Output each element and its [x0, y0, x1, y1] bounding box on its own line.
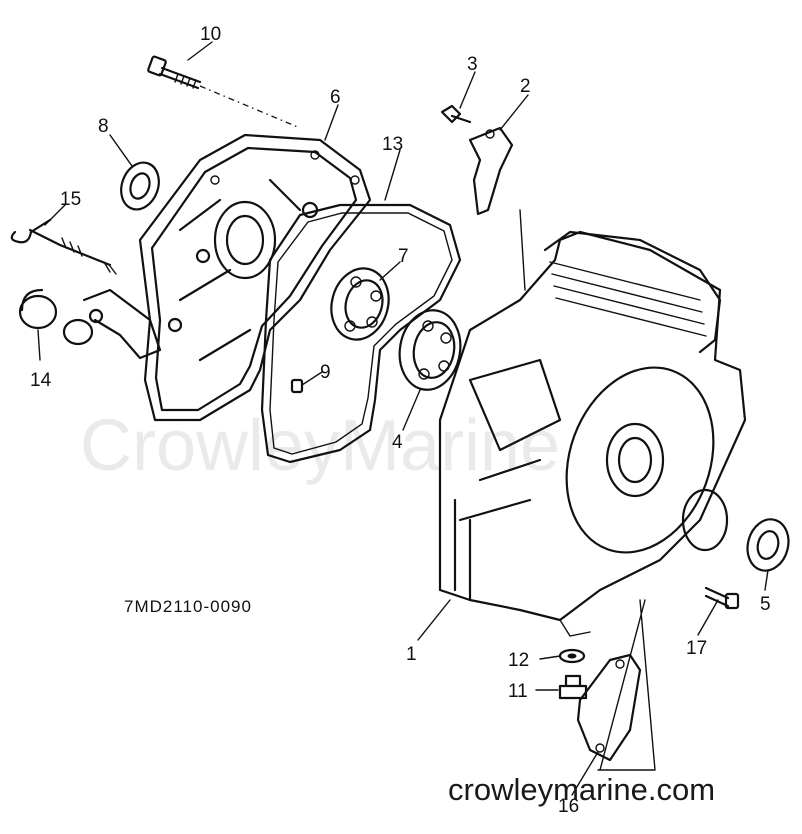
gasket-part-13 [260, 203, 462, 464]
dipstick-part-15 [10, 218, 117, 275]
drain-plug-part-11 [558, 674, 588, 700]
callout-labels: 10 6 8 13 3 2 7 15 14 9 4 5 17 1 12 11 1… [30, 24, 771, 817]
callout-10: 10 [200, 24, 221, 45]
callout-5: 5 [760, 594, 771, 615]
callout-3: 3 [467, 54, 478, 75]
seal-part-5 [746, 518, 790, 572]
callout-11: 11 [508, 681, 528, 702]
drawing-code: 7MD2110-0090 [124, 597, 252, 616]
callout-4: 4 [392, 432, 403, 453]
bolt-part-17 [704, 586, 740, 610]
breather-plate-part-2 [468, 126, 514, 216]
oil-cap-part-14 [18, 288, 58, 330]
crankcase-cover-part-6 [138, 133, 372, 422]
callout-15: 15 [60, 189, 81, 210]
bearing-part-4 [398, 309, 462, 391]
bolt-part-3 [440, 104, 472, 124]
callout-12: 12 [508, 650, 529, 671]
callout-2: 2 [520, 76, 531, 97]
callout-14: 14 [30, 370, 52, 391]
callout-1: 1 [406, 644, 417, 665]
callout-17: 17 [686, 638, 707, 659]
callout-8: 8 [98, 116, 109, 137]
washer-part-12 [558, 648, 586, 664]
leader-lines [37, 41, 769, 796]
crankcase-part-1 [438, 230, 747, 637]
callout-6: 6 [330, 87, 341, 108]
website-text: crowleymarine.com [448, 772, 715, 807]
bolt-part-10 [147, 55, 301, 129]
callout-7: 7 [398, 246, 409, 267]
seal-part-8 [120, 161, 160, 211]
oil-filler-elbow [62, 288, 162, 360]
callout-13: 13 [382, 134, 403, 155]
callout-16: 16 [558, 796, 579, 817]
callout-9: 9 [320, 362, 331, 383]
cover-plate-part-16 [576, 653, 642, 762]
bearing-part-7 [330, 267, 390, 341]
dowel-pin-part-9 [290, 378, 304, 394]
